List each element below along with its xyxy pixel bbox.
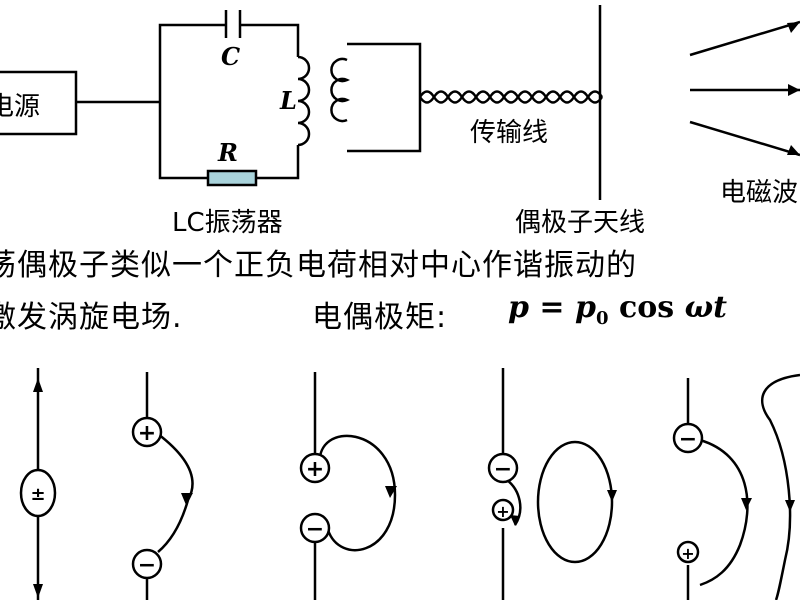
stage5-outer-field [761, 373, 800, 600]
stage5-positive-charge [676, 540, 700, 564]
stage5-negative-charge [672, 422, 704, 454]
description-line-1: 荡偶极子类似一个正负电荷相对中心作谐振动的 [0, 248, 637, 283]
transmission-strand-1 [418, 90, 604, 104]
stage4-loop-arrow [607, 490, 617, 502]
stage3-field-arrow [385, 486, 397, 498]
wave-caption: 电磁波 [720, 178, 799, 208]
stage2-field-arrow [181, 493, 193, 505]
oscillator-top-wire [158, 23, 300, 102]
wave-arrow-down [689, 120, 800, 157]
capacitor-label: C [221, 42, 241, 71]
wave-arrowhead-mid [788, 84, 800, 96]
dipole-moment-formula: p = p0 cos ωt [508, 290, 727, 329]
formula-subscript: 0 [596, 308, 609, 329]
stage2-negative-charge [131, 548, 163, 580]
stage3-plus-sign: + [306, 457, 324, 482]
stage1-center-symbol: ± [30, 484, 45, 505]
inductor-label: L [280, 86, 297, 115]
stage2-plus-sign: + [138, 421, 156, 446]
wave-arrowhead-up [787, 22, 800, 33]
wave-arrow-up [689, 20, 800, 57]
stage4-inner-arrow [510, 515, 520, 526]
stage5-plus-sign: + [681, 544, 694, 563]
oscillator-caption: LC振荡器 [172, 208, 283, 238]
inductor-coil [297, 55, 311, 147]
stage1-arrow-down [33, 584, 43, 598]
resistor-label: R [218, 138, 238, 167]
stage4-plus-sign: + [496, 502, 509, 521]
stage4-positive-charge [491, 498, 515, 522]
stage1-charge-oval [19, 468, 57, 518]
formula-p0: p [575, 290, 596, 325]
stage4-closed-loop [536, 440, 614, 564]
coupling-loop [347, 42, 422, 153]
transmission-line-caption: 传输线 [470, 118, 549, 148]
stage5-field-arc [699, 438, 749, 587]
stage3-minus-sign: − [306, 517, 324, 542]
oscillator-bottom-wire [158, 102, 300, 180]
formula-cos: cos [608, 290, 685, 325]
formula-p: p [508, 290, 529, 325]
resistor [206, 169, 258, 187]
stage3-positive-charge [299, 452, 331, 484]
description-line-2: 激发涡旋电场. [0, 300, 183, 335]
transmission-strand-2 [418, 90, 604, 104]
power-source-label: 电源 [0, 92, 41, 122]
coupling-coil [330, 57, 351, 123]
stage2-positive-charge [131, 416, 163, 448]
wave-arrowhead-down [787, 145, 800, 155]
stage5-field-arrow [741, 498, 752, 510]
stage3-field-loop [318, 434, 397, 552]
stage2-minus-sign: − [138, 553, 156, 578]
stage1-arrow-up [33, 378, 43, 392]
antenna-caption: 偶极子天线 [515, 208, 646, 238]
stage5-minus-sign: − [679, 427, 697, 452]
stage3-negative-charge [299, 512, 331, 544]
stage4-negative-charge [487, 452, 519, 484]
stage5-outer-arrow [785, 500, 795, 512]
dipole-moment-label: 电偶极矩: [312, 300, 448, 335]
formula-omega-t: ωt [684, 290, 728, 325]
formula-equals: = [528, 290, 576, 325]
stage4-minus-sign: − [494, 457, 512, 482]
